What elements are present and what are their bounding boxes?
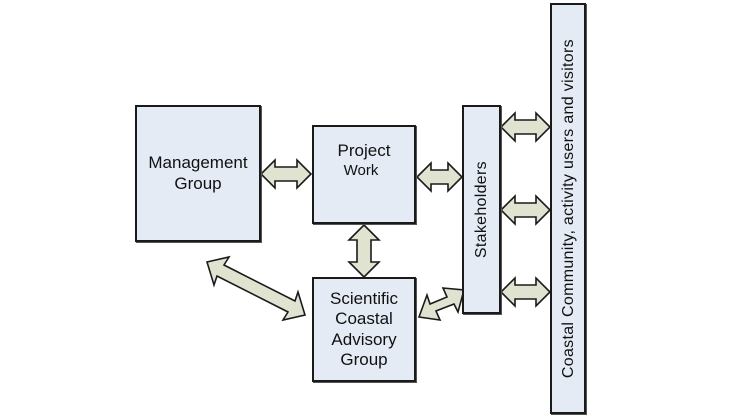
project-work-box: Project Work (312, 125, 416, 224)
arrow-stakeholders-coastal-1 (499, 111, 552, 143)
scientific-label-line2: Coastal (335, 309, 393, 329)
coastal-community-box: Coastal Community, activity users and vi… (550, 3, 586, 414)
arrow-management-project (259, 158, 313, 190)
scientific-label-line1: Scientific (329, 288, 399, 308)
management-group-label-line1: Management (148, 153, 248, 173)
management-group-box: Management Group (135, 105, 261, 242)
arrow-stakeholders-coastal-2 (499, 194, 552, 226)
scientific-coastal-advisory-group-box: Scientific Coastal Advisory Group (312, 277, 416, 382)
arrow-management-scientific (205, 255, 307, 322)
arrow-stakeholders-coastal-3 (499, 276, 552, 308)
project-work-label-line1: Project (337, 141, 391, 161)
management-group-label-line2: Group (174, 173, 222, 193)
stakeholders-label: Stakeholders (472, 161, 490, 258)
arrow-scientific-stakeholders (417, 287, 466, 321)
scientific-label-line3: Advisory (331, 329, 397, 349)
scientific-label-line4: Group (340, 349, 388, 369)
arrow-project-stakeholders (415, 161, 464, 193)
coastal-community-label: Coastal Community, activity users and vi… (559, 39, 577, 378)
stakeholders-box: Stakeholders (462, 105, 501, 314)
project-work-label-line2: Work (343, 161, 379, 179)
arrow-project-scientific (347, 223, 381, 279)
